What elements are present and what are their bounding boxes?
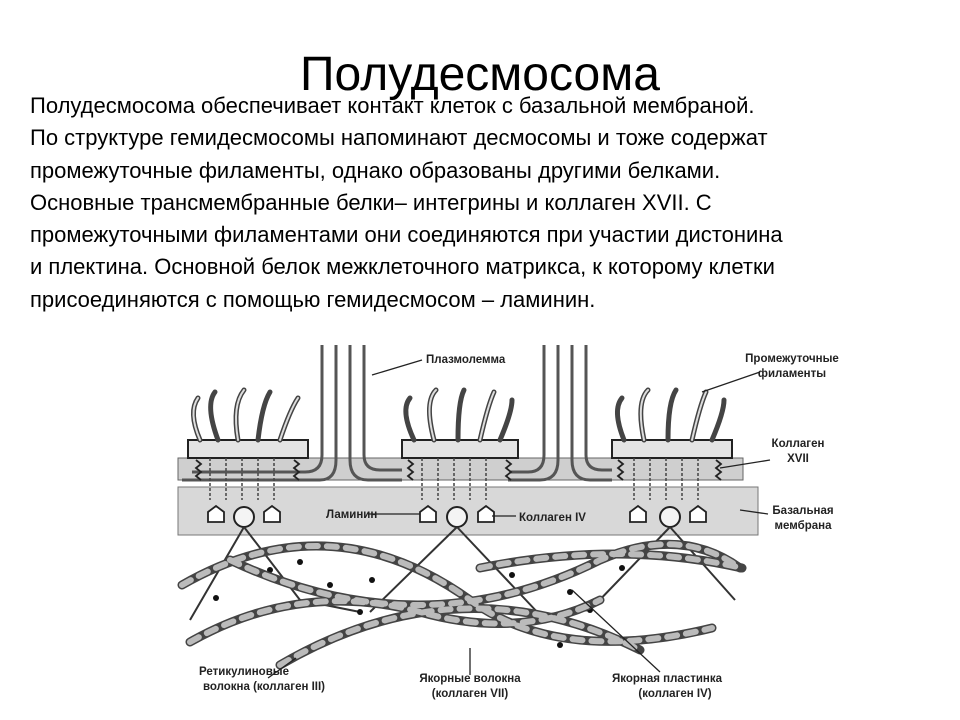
slide-title: Полудесмосома bbox=[300, 48, 660, 102]
label-reticulin-fibers-1: Ретикулиновые bbox=[199, 666, 289, 678]
label-basal-membrane-1: Базальная bbox=[772, 505, 833, 517]
paragraph-line: и плектина. Основной белок межклеточного… bbox=[30, 254, 775, 280]
reticulin-fibers bbox=[177, 539, 747, 670]
label-plasmalemma: Плазмолемма bbox=[426, 354, 506, 366]
label-intermediate-filaments-1: Промежуточные bbox=[745, 353, 839, 365]
laminin-markers bbox=[207, 504, 707, 523]
plasma-membrane-band bbox=[177, 457, 744, 481]
collagen-iv-circles bbox=[233, 506, 681, 528]
paragraph-line: промежуточными филаментами они соединяют… bbox=[30, 222, 783, 248]
hemidesmosome-diagram: Плазмолемма Промежуточные филаменты Колл… bbox=[177, 345, 839, 700]
intermediate-filaments-inner bbox=[192, 389, 707, 441]
hemidesmosome-plaques bbox=[187, 439, 733, 459]
label-collagen-xvii-2: XVII bbox=[787, 453, 809, 465]
label-basal-membrane-2: мембрана bbox=[775, 520, 833, 532]
label-reticulin-fibers-2: волокна (коллаген III) bbox=[203, 681, 325, 693]
paragraph-line: По структуре гемидесмосомы напоминают де… bbox=[30, 125, 768, 151]
paragraph-line: Основные трансмембранные белки– интегрин… bbox=[30, 189, 712, 215]
paragraph-line: промежуточные филаменты, однако образова… bbox=[30, 157, 721, 183]
body-paragraph: Полудесмосома обеспечивает контакт клето… bbox=[30, 90, 945, 316]
leader-lines bbox=[267, 359, 771, 679]
label-intermediate-filaments-2: филаменты bbox=[758, 368, 826, 380]
label-collagen-xvii-1: Коллаген bbox=[772, 438, 825, 450]
label-collagen-iv: Коллаген IV bbox=[519, 512, 586, 524]
label-anchoring-plate-1: Якорная пластинка bbox=[612, 673, 723, 685]
anchoring-plaque-dots bbox=[213, 559, 625, 648]
paragraph-line: Полудесмосома обеспечивает контакт клето… bbox=[30, 93, 755, 118]
intermediate-filaments bbox=[191, 387, 727, 443]
label-laminin: Ламинин bbox=[326, 509, 377, 521]
label-anchoring-plate-2: (коллаген IV) bbox=[638, 688, 711, 700]
label-anchoring-fibers-2: (коллаген VII) bbox=[432, 688, 509, 700]
collagen-xvii-springs bbox=[194, 459, 723, 481]
transmembrane-connectors bbox=[209, 458, 699, 500]
plasmalemma-folds bbox=[182, 345, 612, 482]
diagram-labels: Плазмолемма Промежуточные филаменты Колл… bbox=[199, 353, 839, 700]
label-anchoring-fibers-1: Якорные волокна bbox=[419, 673, 521, 685]
paragraph-line: присоединяются с помощью гемидесмосом – … bbox=[30, 286, 596, 312]
